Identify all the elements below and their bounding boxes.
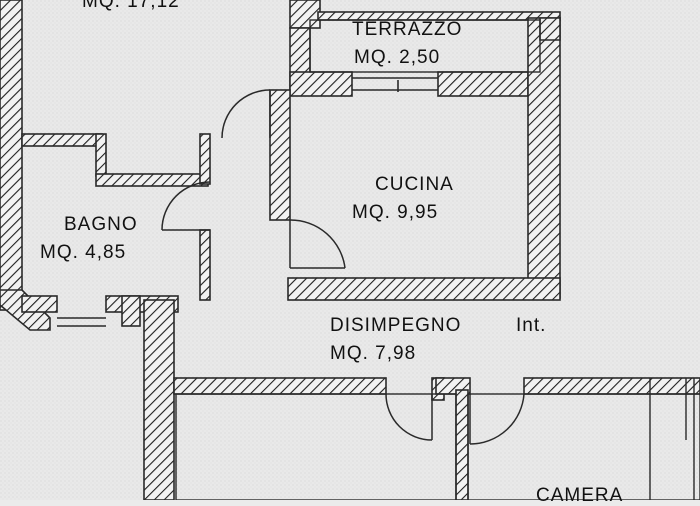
wall-cucina-left bbox=[269, 89, 291, 221]
bagno-name: BAGNO bbox=[64, 214, 138, 235]
disimpegno-name: DISIMPEGNO bbox=[330, 315, 462, 336]
right-edge-marks bbox=[685, 378, 695, 500]
wall-right-outer bbox=[527, 17, 561, 299]
camera-outline bbox=[467, 393, 700, 500]
disimpegno-area: MQ. 7,98 bbox=[330, 343, 417, 364]
door-cucina-arc bbox=[289, 219, 346, 269]
wall-cucina-top-right bbox=[437, 71, 529, 97]
room-outlines bbox=[175, 19, 700, 500]
terrazzo-area: MQ. 2,50 bbox=[354, 47, 441, 68]
wall-bagno-right bbox=[199, 229, 211, 301]
terrazzo-outline bbox=[309, 19, 541, 73]
wall-disimpegno-bottom-right bbox=[523, 377, 700, 395]
wall-upper-notch bbox=[95, 133, 107, 177]
wall-bagno-bottom-pier bbox=[121, 295, 141, 327]
door-bagno-arc bbox=[161, 181, 211, 231]
door-camera-arc bbox=[469, 393, 525, 445]
int-mark: Int. bbox=[516, 315, 547, 336]
lower-left-room-outline bbox=[175, 393, 457, 500]
doors bbox=[161, 89, 525, 445]
terrazzo-name: TERRAZZO bbox=[352, 19, 463, 40]
wall-upper-room-bottom-left bbox=[21, 133, 103, 147]
bagno-area: MQ. 4,85 bbox=[40, 242, 127, 263]
wall-cucina-top-left bbox=[289, 71, 353, 97]
door-lower-left-arc bbox=[385, 393, 433, 441]
wall-cucina-bottom bbox=[287, 277, 561, 301]
wall-upper-right-jamb bbox=[199, 133, 211, 185]
wall-right-top bbox=[539, 17, 561, 41]
wall-bagno-bottom-left bbox=[21, 295, 58, 313]
wall-top-left-pier bbox=[289, 0, 321, 29]
wall-lower-partition bbox=[455, 389, 469, 500]
door-upper-arc bbox=[221, 89, 271, 139]
cucina-name: CUCINA bbox=[375, 174, 454, 195]
cucina-area: MQ. 9,95 bbox=[352, 202, 439, 223]
wall-disimpegno-bottom-left bbox=[173, 377, 387, 395]
wall-left-outer bbox=[0, 0, 23, 311]
terrazzo-threshold bbox=[352, 77, 438, 92]
wall-corridor-left bbox=[143, 299, 175, 500]
bagno-window bbox=[57, 317, 106, 327]
top-room-area: MQ. 17,12 bbox=[82, 0, 180, 12]
camera-name: CAMERA bbox=[536, 485, 624, 506]
wall-upper-room-bottom bbox=[95, 173, 209, 187]
